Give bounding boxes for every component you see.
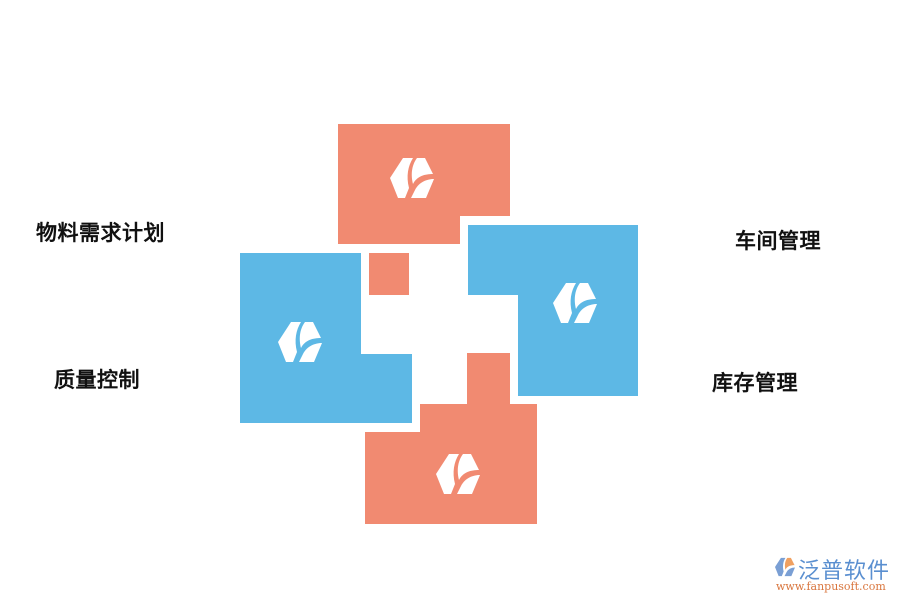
left-blue-block-lower — [240, 354, 412, 423]
brand-name: 泛普软件 — [798, 559, 891, 584]
leaf-hexagon-icon — [436, 454, 480, 494]
small-orange-square-lower — [467, 353, 510, 404]
label-workshop-management: 车间管理 — [735, 229, 821, 253]
brand-logo-icon — [775, 557, 795, 577]
leaf-hexagon-icon — [278, 322, 322, 362]
small-orange-square-upper — [369, 253, 409, 295]
label-material-requirements-planning: 物料需求计划 — [36, 221, 165, 245]
label-inventory-management: 库存管理 — [712, 371, 798, 395]
bottom-orange-block-upper — [420, 404, 537, 432]
brand-url: www.fanpusoft.com — [776, 580, 886, 593]
label-quality-control: 质量控制 — [54, 368, 140, 392]
right-blue-block-upper — [468, 225, 638, 295]
leaf-hexagon-icon — [390, 158, 434, 198]
leaf-hexagon-icon — [553, 283, 597, 323]
right-blue-block-lower — [518, 295, 638, 396]
top-orange-block-lower — [338, 216, 460, 244]
brand-watermark: 泛普软件 www.fanpusoft.com — [770, 553, 895, 597]
